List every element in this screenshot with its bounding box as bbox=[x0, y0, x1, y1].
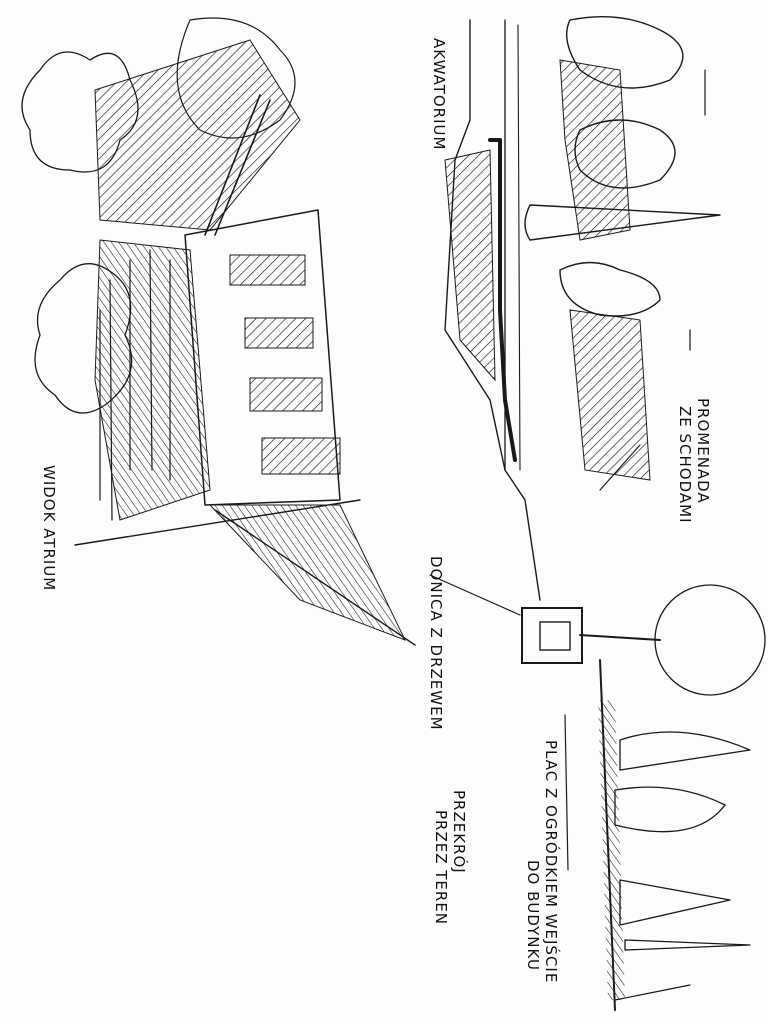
garden-cypress-2 bbox=[624, 939, 751, 951]
square-sketch bbox=[564, 659, 751, 1011]
cypress-1 bbox=[524, 204, 721, 241]
promenade-steps bbox=[488, 138, 517, 462]
square-label: PLAC Z OGRÓDKIEM WEJŚCIE DO BUDYNKU bbox=[524, 740, 560, 984]
shrub-1 bbox=[559, 261, 661, 317]
section-hatch-3 bbox=[569, 309, 651, 481]
tree-canopy-2 bbox=[34, 262, 133, 414]
planter-box bbox=[521, 607, 583, 664]
promenade-label: PROMENADA ZE SCHODAMI bbox=[676, 398, 712, 524]
perspective-line bbox=[214, 509, 416, 646]
planter-tree-canopy bbox=[654, 584, 766, 696]
square-arrow bbox=[614, 984, 691, 1001]
garden-cypress bbox=[619, 879, 731, 926]
tree-planter-label: DONICA Z DRZEWEM bbox=[427, 556, 445, 731]
section-hatch bbox=[444, 149, 496, 382]
tree-round-1 bbox=[574, 119, 676, 189]
ground-hatch bbox=[598, 700, 625, 1000]
passage-label: PRZEKRÓJ PRZEZ TEREN bbox=[432, 790, 468, 926]
window-2 bbox=[244, 317, 314, 349]
garden-tree-1 bbox=[619, 731, 751, 771]
section-sketch bbox=[429, 16, 766, 696]
section-hatch-2 bbox=[559, 59, 631, 241]
atrium-sketch bbox=[21, 17, 416, 646]
window-4 bbox=[261, 437, 341, 475]
window-1 bbox=[229, 254, 306, 286]
tree-round-2 bbox=[566, 16, 684, 89]
tree-canopy-3 bbox=[176, 17, 296, 139]
tree-canopy-1 bbox=[21, 51, 139, 173]
section-profile bbox=[444, 19, 541, 601]
garden-tree-2 bbox=[614, 786, 726, 833]
window-3 bbox=[249, 377, 323, 412]
planter-arrow bbox=[429, 574, 521, 616]
vegetation-middle bbox=[94, 239, 211, 521]
horizon-line bbox=[74, 499, 361, 546]
atrium-label: WIDOK ATRIUM bbox=[40, 465, 58, 592]
promenade-arrow bbox=[599, 444, 641, 491]
vegetation-top bbox=[94, 39, 301, 231]
aquarium-label: AKWATORIUM bbox=[430, 38, 448, 151]
